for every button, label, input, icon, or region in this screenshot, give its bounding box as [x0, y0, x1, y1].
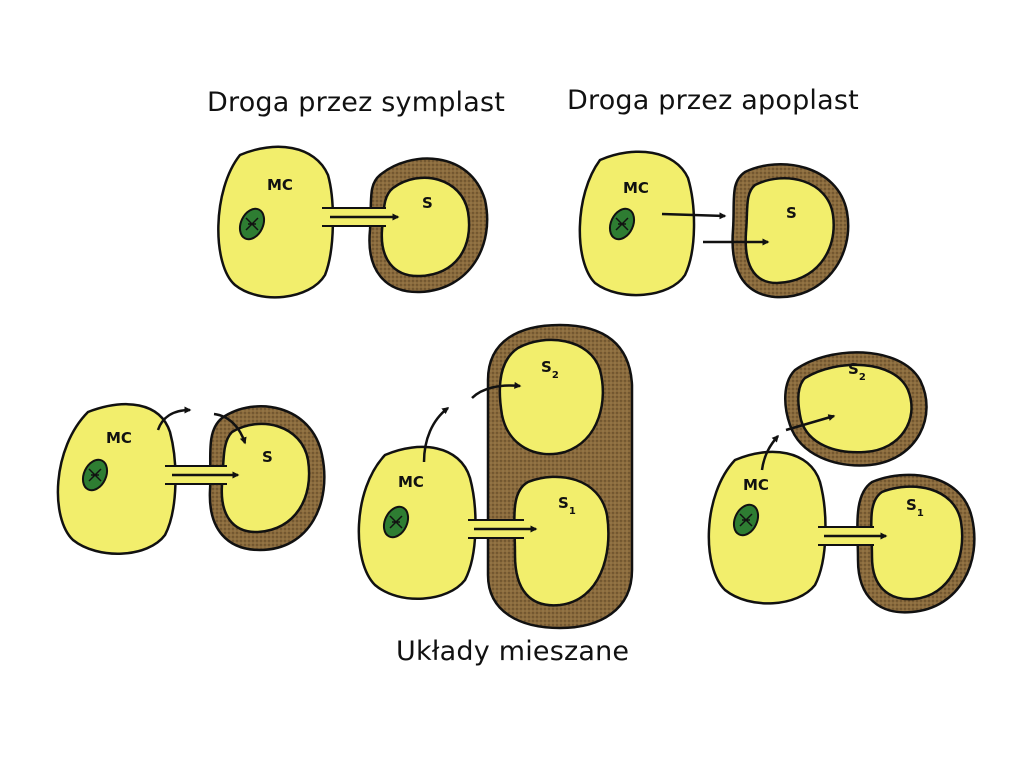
- mc-cell: [707, 450, 827, 605]
- subscript-1: 1: [569, 506, 576, 517]
- mc-cell: [217, 145, 335, 299]
- arrow-icon: [661, 212, 727, 220]
- mc-cell: [56, 403, 177, 555]
- title-mixed: Układy mieszane: [396, 636, 630, 667]
- title-apoplast: Droga przez apoplast: [567, 85, 859, 116]
- mc-label: MC: [106, 429, 132, 447]
- title-symplast: Droga przez symplast: [207, 87, 506, 118]
- s2-cell: [498, 338, 605, 456]
- mc-cell: [578, 150, 696, 297]
- chloroplast-icon: [81, 458, 109, 492]
- s-cell: [380, 176, 471, 278]
- chloroplast-icon: [732, 503, 760, 537]
- subscript-2: 2: [859, 372, 866, 383]
- plasmodesma-channel: [165, 465, 240, 485]
- subscript-2: 2: [552, 370, 559, 381]
- s2-cell: [797, 363, 913, 454]
- arrow-icon: [785, 414, 836, 432]
- arrow-icon: [471, 381, 522, 399]
- s-letter: S: [558, 494, 569, 512]
- mc-label: MC: [623, 179, 649, 197]
- arrow-icon: [760, 434, 779, 471]
- plasmodesma-channel: [322, 207, 400, 227]
- s2-label: S2: [848, 360, 866, 383]
- s-letter: S: [848, 360, 859, 378]
- panel-symplast: MC S: [217, 145, 489, 299]
- s1-label: S1: [906, 496, 924, 519]
- plasmodesma-channel: [818, 526, 888, 546]
- s2-label: S2: [541, 358, 559, 381]
- s-label: S: [422, 194, 433, 212]
- arrow-icon: [213, 412, 247, 445]
- s-letter: S: [541, 358, 552, 376]
- chloroplast-icon: [608, 207, 636, 241]
- s1-label: S1: [558, 494, 576, 517]
- chloroplast-icon: [238, 207, 266, 241]
- subscript-1: 1: [917, 508, 924, 519]
- mc-label: MC: [743, 476, 769, 494]
- s-label: S: [786, 204, 797, 222]
- plasmodesma-channel: [468, 519, 538, 539]
- mc-label: MC: [398, 473, 424, 491]
- arrow-icon: [422, 407, 450, 463]
- arrow-icon: [156, 406, 192, 431]
- panel-mixed-separate: MC S2 S1: [707, 351, 976, 614]
- s-label: S: [262, 448, 273, 466]
- panel-apoplast: MC S: [578, 150, 850, 299]
- s-cell: [744, 177, 835, 285]
- chloroplast-icon: [382, 505, 410, 539]
- mc-cell: [357, 445, 477, 601]
- panel-mixed-shared-wall: MC S2 S1: [357, 323, 634, 630]
- s-letter: S: [906, 496, 917, 514]
- panel-mixed-single: MC S: [56, 403, 326, 555]
- mc-label: MC: [267, 176, 293, 194]
